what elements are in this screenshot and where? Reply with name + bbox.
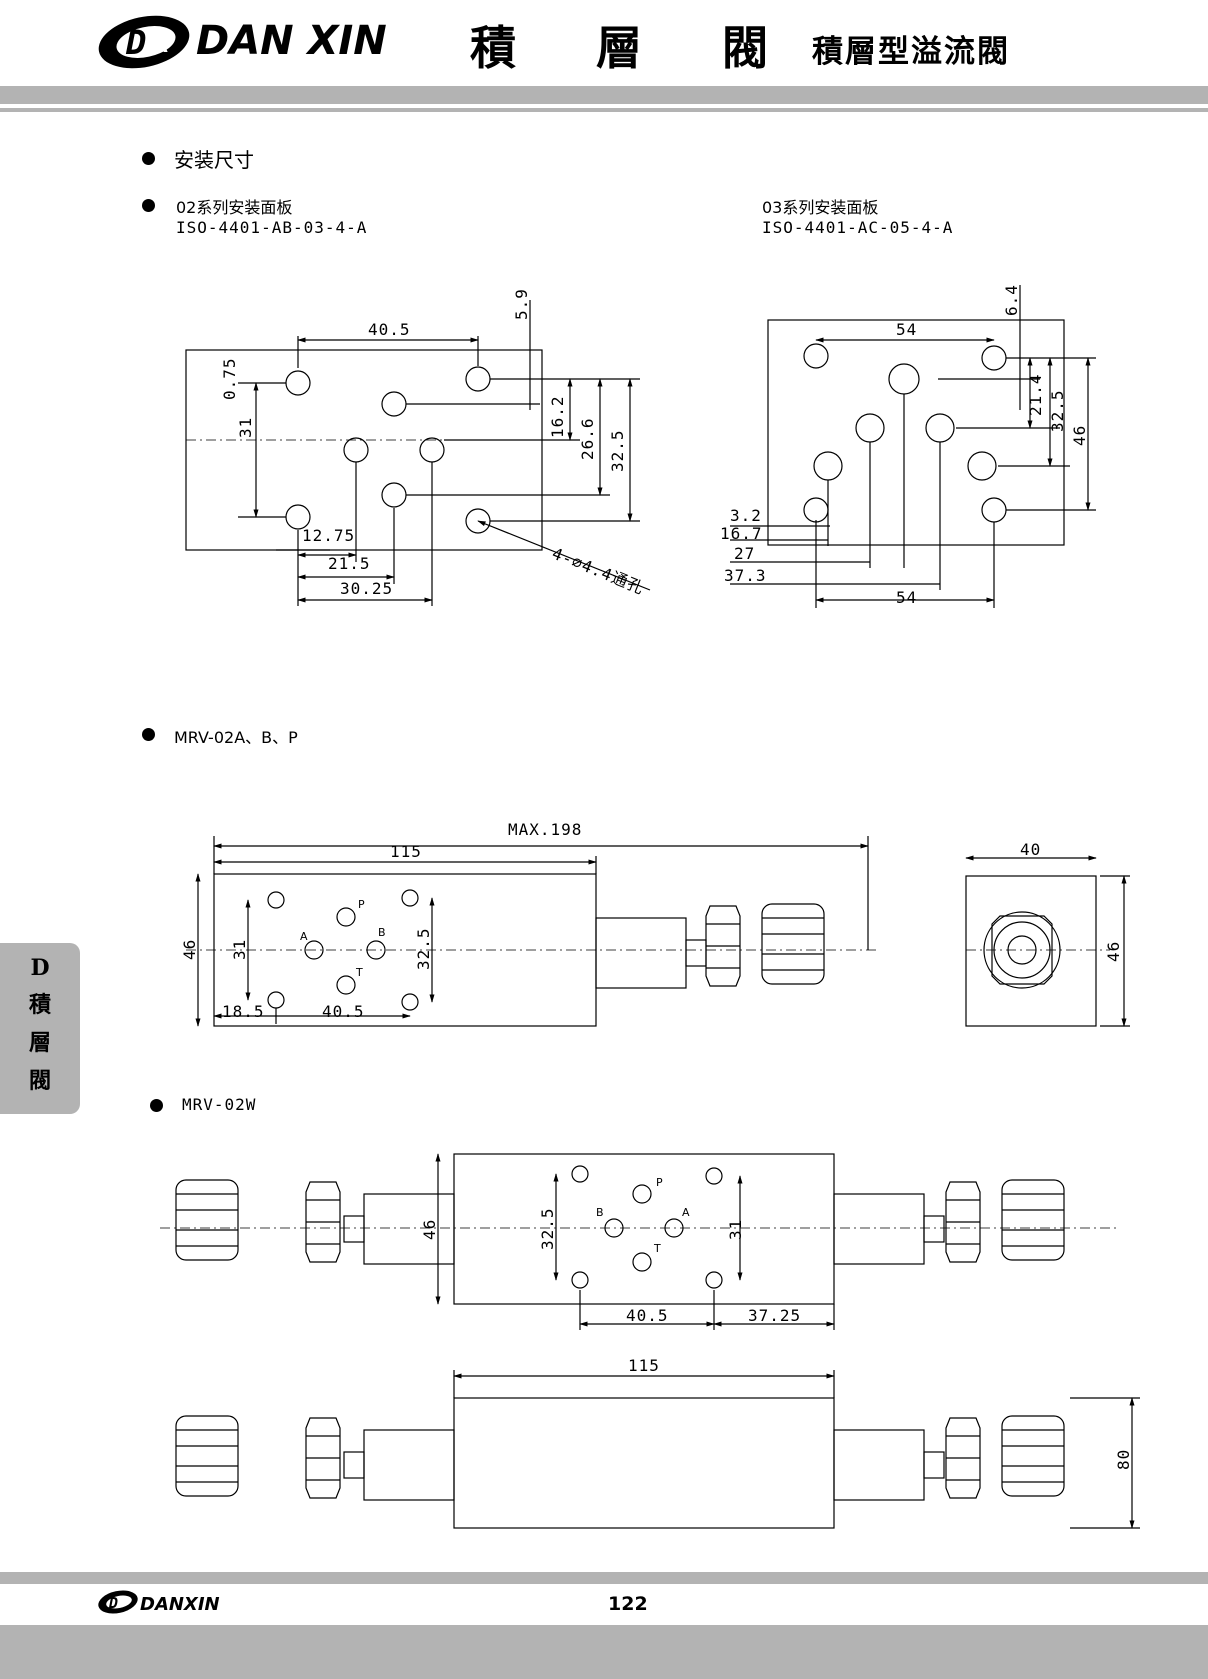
dim-label: 37.25 bbox=[748, 1306, 802, 1325]
page-title: 積 層 閥 bbox=[470, 21, 801, 75]
port-label-p: P bbox=[358, 898, 365, 911]
svg-text:D: D bbox=[125, 23, 146, 63]
dim-label: 54 bbox=[896, 588, 918, 607]
footer-band bbox=[0, 1625, 1208, 1679]
bullet-icon bbox=[142, 152, 155, 165]
port-label-t: T bbox=[356, 966, 363, 979]
footer-rule bbox=[0, 1572, 1208, 1584]
footer-brand: DANXIN bbox=[140, 1594, 220, 1615]
plate03-drawing bbox=[730, 285, 1096, 608]
dim-label: 37.3 bbox=[724, 566, 767, 585]
dim-label: 27 bbox=[734, 544, 756, 563]
plate02-standard: ISO-4401-AB-03-4-A bbox=[176, 218, 368, 237]
dim-label: 40.5 bbox=[322, 1002, 365, 1021]
dim-label: 3.2 bbox=[730, 506, 762, 525]
dim-label: 12.75 bbox=[302, 526, 356, 545]
svg-text:D: D bbox=[108, 1594, 118, 1612]
plate03-standard: ISO-4401-AC-05-4-A bbox=[762, 218, 954, 237]
mrv02-drawing bbox=[186, 836, 880, 1027]
mrv02w-front-view bbox=[175, 1370, 1140, 1529]
mrv02w-title: MRV-02W bbox=[182, 1095, 257, 1114]
bullet-icon bbox=[150, 1099, 163, 1112]
danxin-logo-small-icon: D bbox=[98, 1590, 138, 1614]
dim-label: 6.4 bbox=[1002, 284, 1021, 316]
dim-label: 31 bbox=[230, 938, 249, 960]
side-tab: D 積 層 閥 bbox=[0, 943, 80, 1114]
plate02-drawing bbox=[185, 300, 651, 606]
dim-label: 54 bbox=[896, 320, 918, 339]
side-tab-char: D bbox=[30, 955, 50, 981]
dim-label: 31 bbox=[236, 416, 255, 438]
svg-text:X: X bbox=[152, 29, 172, 59]
bullet-icon bbox=[142, 199, 155, 212]
dim-label: 32.5 bbox=[608, 429, 627, 472]
dim-label: 0.75 bbox=[220, 357, 239, 400]
dim-label: 31 bbox=[726, 1218, 745, 1240]
plate03-title: 03系列安装面板 bbox=[762, 198, 879, 217]
side-tab-char: 閥 bbox=[28, 1068, 51, 1094]
dim-label: 21.4 bbox=[1026, 373, 1045, 416]
side-tab-char: 層 bbox=[28, 1030, 51, 1056]
brand-name: DAN XIN bbox=[196, 18, 387, 64]
dim-label: 16.7 bbox=[720, 524, 763, 543]
dim-label: 40.5 bbox=[368, 320, 411, 339]
dim-label: 32.5 bbox=[538, 1207, 557, 1250]
mrv02w-drawing bbox=[160, 1153, 1120, 1330]
page-subtitle: 積層型溢流閥 bbox=[812, 34, 1010, 70]
header-band bbox=[0, 86, 1208, 104]
port-label-a: A bbox=[682, 1206, 690, 1219]
dim-label: 32.5 bbox=[414, 927, 433, 970]
dim-label: 16.2 bbox=[548, 395, 567, 438]
mrv02-title: MRV-02A、B、P bbox=[174, 728, 298, 747]
port-label-p: P bbox=[656, 1176, 663, 1189]
mounting-title: 安装尺寸 bbox=[174, 148, 254, 172]
dim-label: 40.5 bbox=[626, 1306, 669, 1325]
dim-label: 46 bbox=[420, 1218, 439, 1240]
header: D X DAN XIN 積 層 閥 積層型溢流閥 bbox=[0, 0, 1208, 120]
port-label-a: A bbox=[300, 930, 308, 943]
dim-label: 46 bbox=[180, 938, 199, 960]
page-number: 122 bbox=[608, 1593, 648, 1615]
dim-label: 5.9 bbox=[512, 288, 531, 320]
dim-label: 46 bbox=[1070, 424, 1089, 446]
plate02-title: 02系列安装面板 bbox=[176, 198, 293, 217]
bullet-icon bbox=[142, 728, 155, 741]
port-label-t: T bbox=[654, 1242, 661, 1255]
dim-label: 40 bbox=[1020, 840, 1042, 859]
port-label-b: B bbox=[378, 926, 386, 939]
header-rule bbox=[0, 108, 1208, 112]
dim-label: 115 bbox=[390, 842, 422, 861]
dim-label: 26.6 bbox=[578, 417, 597, 460]
dim-label: 18.5 bbox=[222, 1002, 265, 1021]
danxin-logo-icon: D X bbox=[98, 15, 190, 69]
dim-label: 30.25 bbox=[340, 579, 394, 598]
port-label-b: B bbox=[596, 1206, 604, 1219]
side-tab-char: 積 bbox=[28, 992, 51, 1018]
dim-label: MAX.198 bbox=[508, 820, 583, 839]
mrv02-end-view bbox=[965, 855, 1130, 1027]
dim-label: 115 bbox=[628, 1356, 660, 1375]
dim-label: 80 bbox=[1114, 1448, 1133, 1470]
dim-label: 46 bbox=[1104, 940, 1123, 962]
dim-label: 21.5 bbox=[328, 554, 371, 573]
dim-label: 32.5 bbox=[1048, 389, 1067, 432]
